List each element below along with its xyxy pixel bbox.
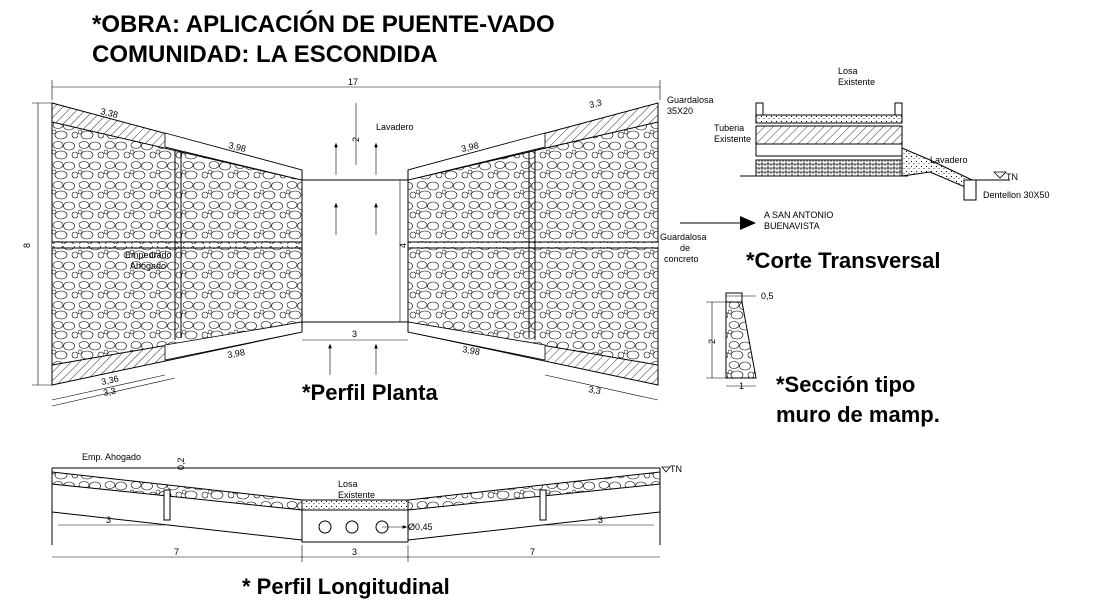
transversal-label-lavadero: Lavadero xyxy=(930,155,968,165)
title-line-2: COMUNIDAD: LA ESCONDIDA xyxy=(92,41,438,68)
long-label-losa-1: Losa xyxy=(338,479,358,489)
longitudinal-heading: * Perfil Longitudinal xyxy=(242,574,450,599)
long-label-losa-2: Existente xyxy=(338,490,375,500)
long-dim-left-inner: 3 xyxy=(106,515,111,525)
plan-dim-height: 8 xyxy=(22,243,32,248)
plan-dim-left-wing-bottom-1: 3,36 xyxy=(100,374,119,387)
transversal-label-direction-1: A SAN ANTONIO xyxy=(764,210,833,220)
long-dim-center: 3 xyxy=(352,547,357,557)
plan-dim-right-wing-top: 3,3 xyxy=(588,97,602,110)
transversal-label-tuberia-2: Existente xyxy=(714,134,751,144)
long-label-tn: TN xyxy=(670,464,682,474)
transversal-label-direction-2: BUENAVISTA xyxy=(764,221,820,231)
transversal-label-losa-2: Existente xyxy=(838,77,875,87)
plan-label-guardalosa-top-2: 35X20 xyxy=(667,106,693,116)
wall-heading-1: *Sección tipo xyxy=(776,372,915,397)
plan-dim-right-wing-bottom: 3,3 xyxy=(588,384,602,396)
transversal-label-tuberia-1: Tuberia xyxy=(714,123,744,133)
plan-dim-center-width: 3 xyxy=(352,329,357,339)
wall-section-shape xyxy=(725,301,757,379)
plan-dim-left-wing-top: 3,38 xyxy=(100,106,119,120)
plan-center-channel xyxy=(301,179,409,323)
wall-heading-2: muro de mamp. xyxy=(776,402,940,427)
plan-dim-left-top-slope: 3,98 xyxy=(228,140,247,154)
plan-dim-left-bottom-slope: 3,98 xyxy=(227,347,246,360)
transversal-label-losa-1: Losa xyxy=(838,66,858,76)
plan-dim-center-top: 2 xyxy=(351,137,361,142)
plan-label-empedrado-1: Empedrado xyxy=(125,250,172,260)
plan-label-guardalosa-side-1: Guardalosa xyxy=(660,232,707,242)
longitudinal-profile: Emp. Ahogado 0,2 Losa Existente Ø0,45 TN… xyxy=(51,452,682,599)
plan-label-empedrado-2: Ahogado xyxy=(130,261,166,271)
long-dim-thickness: 0,2 xyxy=(176,457,186,470)
plan-label-guardalosa-side-3: concreto xyxy=(664,254,699,264)
wall-dim-top: 0,5 xyxy=(761,291,774,301)
plan-label-guardalosa-side-2: de xyxy=(680,243,690,253)
plan-view: 17 8 xyxy=(22,77,714,407)
plan-dim-total: 17 xyxy=(348,77,358,87)
wall-dim-height: 2 xyxy=(707,339,717,344)
long-dim-left-total: 7 xyxy=(174,547,179,557)
plan-label-lavadero: Lavadero xyxy=(376,122,414,132)
long-label-pipe: Ø0,45 xyxy=(408,522,433,532)
title-line-1: *OBRA: APLICACIÓN DE PUENTE-VADO xyxy=(92,10,555,38)
wall-dim-base: 1 xyxy=(739,381,744,391)
plan-dim-right-top-slope: 3,98 xyxy=(460,140,479,154)
plan-stone-left xyxy=(52,122,302,365)
wall-section: 0,5 2 1 *Sección tipo muro de mamp. xyxy=(706,291,940,427)
plan-dim-center-height: 4 xyxy=(398,243,408,248)
plan-heading: *Perfil Planta xyxy=(302,380,438,405)
transversal-label-tn: TN xyxy=(1006,172,1018,182)
plan-dim-left-wing-bottom-2: 3,3 xyxy=(102,386,116,398)
long-dim-right-inner: 3 xyxy=(598,515,603,525)
transversal-label-dentellon: Dentellon 30X50 xyxy=(983,190,1050,200)
long-dim-right-total: 7 xyxy=(530,547,535,557)
long-label-emp: Emp. Ahogado xyxy=(82,452,141,462)
transversal-section: Losa Existente Tuberia Existente Lavader… xyxy=(680,66,1050,273)
plan-dim-right-bottom-slope: 3,98 xyxy=(462,344,481,357)
plan-label-guardalosa-top-1: Guardalosa xyxy=(667,95,714,105)
transversal-heading: *Corte Transversal xyxy=(746,248,940,273)
